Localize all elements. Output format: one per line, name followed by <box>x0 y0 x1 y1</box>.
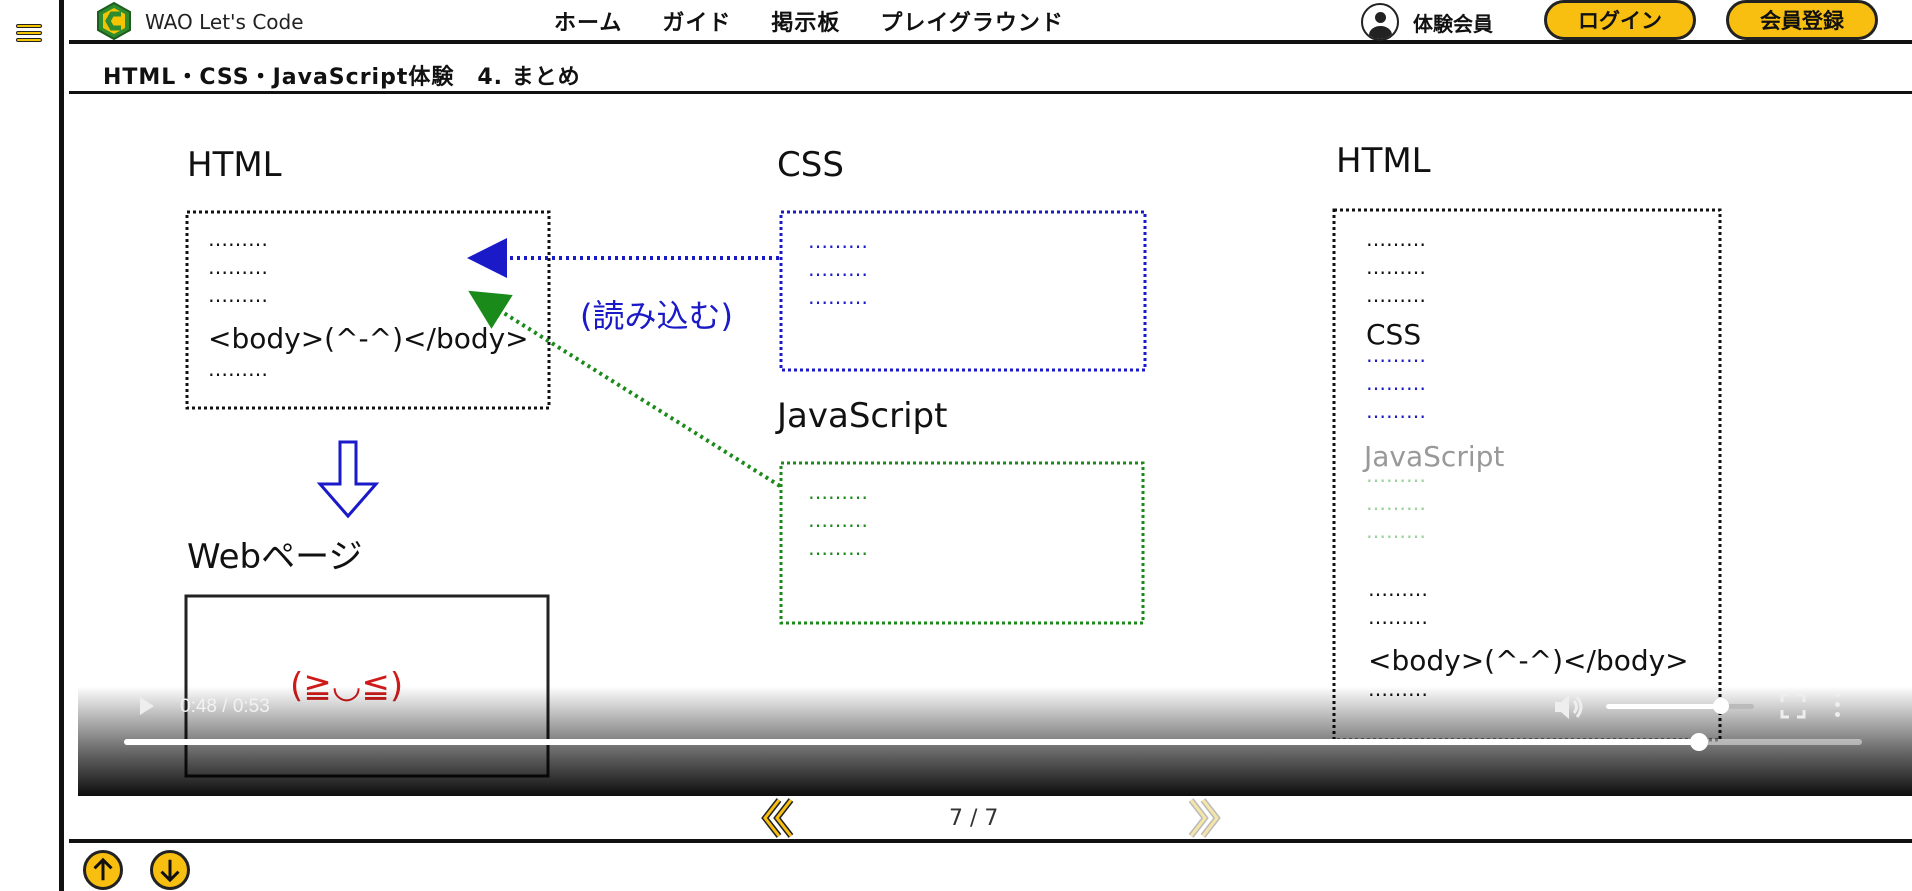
nav-guide[interactable]: ガイド <box>662 11 732 36</box>
main-nav: ホーム ガイド 掲示板 プレイグラウンド <box>554 5 1064 37</box>
double-chevron-left-icon[interactable] <box>759 798 803 838</box>
r-body-tag: <body>(^-^)</body> <box>1368 644 1689 677</box>
brand-name[interactable]: WAO Let's Code <box>145 10 304 34</box>
fullscreen-icon[interactable] <box>1780 693 1806 719</box>
user-info[interactable]: 体験会員 <box>1361 3 1493 41</box>
r-css-dots-2: ……… <box>1366 371 1426 395</box>
css-dots-2: ……… <box>808 257 868 281</box>
css-title: CSS <box>777 145 844 185</box>
css-dots-3: ……… <box>808 285 868 309</box>
lesson-title-bar: HTML・CSS・JavaScript体験 4. まとめ <box>69 50 1912 94</box>
r-dots-3: ……… <box>1366 283 1426 307</box>
page-count: 7 / 7 <box>949 806 999 831</box>
logo-icon[interactable] <box>95 2 133 40</box>
r-css-dots-3: ……… <box>1366 399 1426 423</box>
progress-thumb[interactable] <box>1689 733 1708 751</box>
js-box <box>779 461 1145 625</box>
r-dots-5: ……… <box>1368 605 1428 629</box>
js-dots-2: ……… <box>808 508 868 532</box>
arrow-down-icon[interactable] <box>150 850 190 890</box>
signup-button[interactable]: 会員登録 <box>1726 0 1878 40</box>
read-label: (読み込む) <box>580 297 733 335</box>
lesson-title: HTML・CSS・JavaScript体験 4. まとめ <box>103 65 581 90</box>
html-dots-2: ……… <box>208 255 268 279</box>
r-dots-1: ……… <box>1366 227 1426 251</box>
r-dots-4: ……… <box>1368 577 1428 601</box>
css-box <box>779 210 1147 372</box>
down-outline-arrow <box>316 440 380 519</box>
more-options-icon[interactable] <box>1832 692 1842 720</box>
video-player[interactable]: HTML ……… ……… ……… <body>(^-^)</body> ……… … <box>78 96 1912 796</box>
r-css-label: CSS <box>1366 318 1421 351</box>
play-icon[interactable] <box>134 694 158 718</box>
nav-playground[interactable]: プレイグラウンド <box>880 11 1064 36</box>
r-js-dots-2: ……… <box>1366 491 1426 515</box>
login-button[interactable]: ログイン <box>1544 0 1696 40</box>
js-dots-1: ……… <box>808 480 868 504</box>
volume-fill <box>1606 704 1722 709</box>
double-chevron-right-icon[interactable] <box>1179 798 1223 838</box>
sidebar <box>0 0 64 891</box>
arrow-up-icon[interactable] <box>83 850 123 890</box>
user-label: 体験会員 <box>1413 11 1493 36</box>
html-body-tag: <body>(^-^)</body> <box>208 322 529 355</box>
volume-slider[interactable] <box>1606 698 1754 714</box>
r-js-dots-3: ……… <box>1366 519 1426 543</box>
html-dots-3: ……… <box>208 283 268 307</box>
r-js-dots-1: ……… <box>1366 463 1426 487</box>
html-box <box>185 210 551 410</box>
video-time: 0:48 / 0:53 <box>180 696 270 717</box>
nav-home[interactable]: ホーム <box>554 11 623 36</box>
r-js-label: JavaScript <box>1362 440 1504 473</box>
progress-fill <box>124 739 1699 745</box>
user-icon <box>1361 3 1399 41</box>
hamburger-icon[interactable] <box>16 24 42 46</box>
right-html-box <box>1332 208 1722 742</box>
r-dots-2: ……… <box>1366 255 1426 279</box>
header: WAO Let's Code ホーム ガイド 掲示板 プレイグラウンド 体験会員… <box>69 0 1912 44</box>
r-css-dots-1: ……… <box>1366 343 1426 367</box>
html-title: HTML <box>187 145 282 185</box>
html-dots-1: ……… <box>208 227 268 251</box>
slide-pager: 7 / 7 <box>69 796 1912 843</box>
nav-board[interactable]: 掲示板 <box>771 11 841 36</box>
webpage-title: Webページ <box>187 537 362 577</box>
video-progress-bar[interactable] <box>124 733 1862 751</box>
right-html-title: HTML <box>1336 141 1431 181</box>
js-title: JavaScript <box>775 396 947 436</box>
css-dots-1: ……… <box>808 229 868 253</box>
volume-icon[interactable] <box>1552 692 1586 722</box>
html-dots-4: ……… <box>208 357 268 381</box>
js-dots-3: ……… <box>808 536 868 560</box>
volume-thumb[interactable] <box>1713 698 1730 714</box>
